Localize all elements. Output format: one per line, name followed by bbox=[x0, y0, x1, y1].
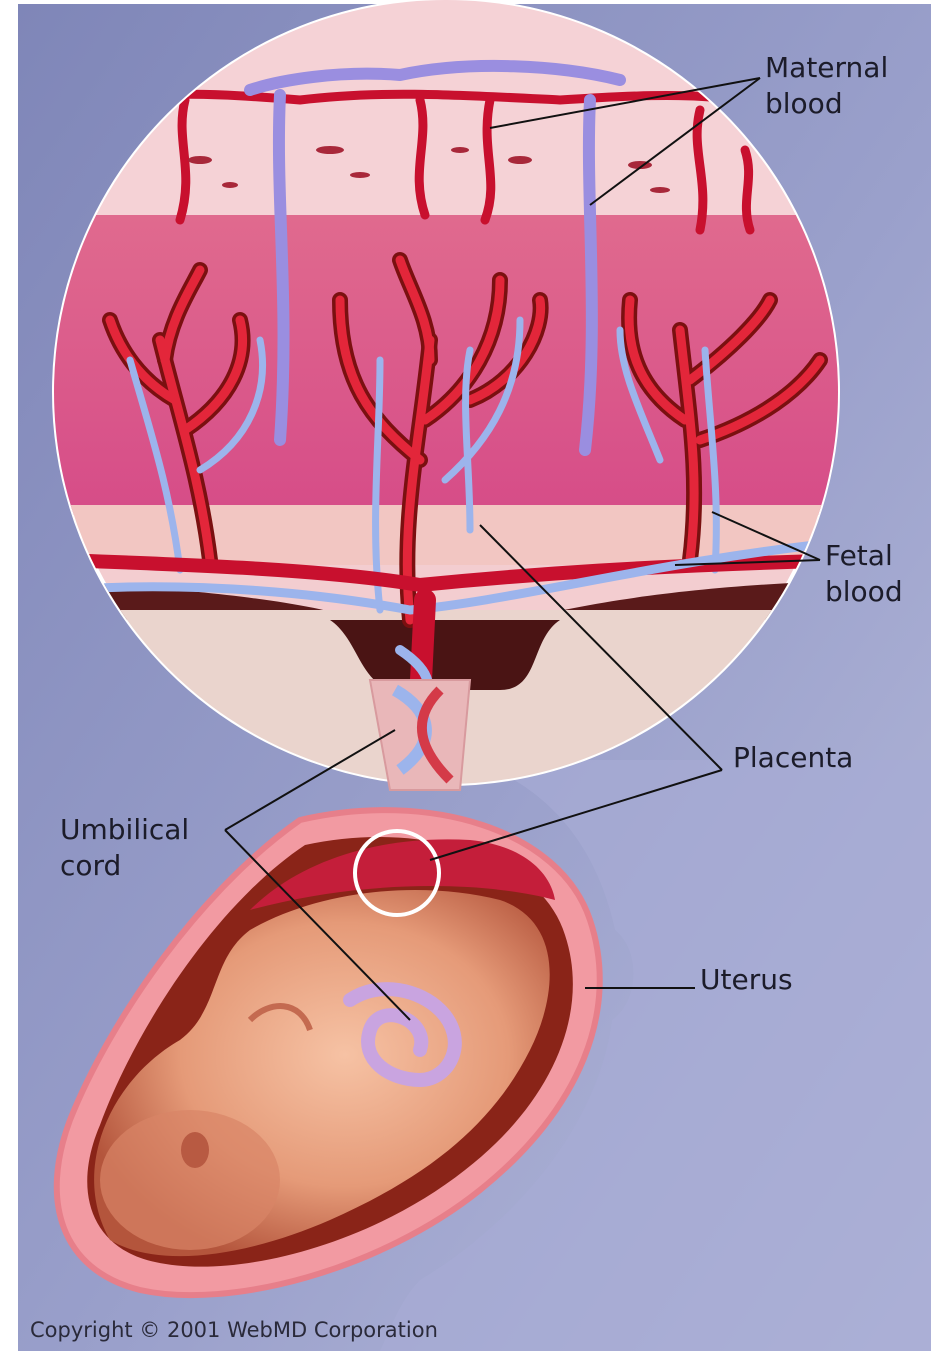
label-fetal-blood: Fetal blood bbox=[825, 538, 903, 610]
label-uterus: Uterus bbox=[700, 962, 793, 998]
copyright-notice: Copyright © 2001 WebMD Corporation bbox=[30, 1318, 438, 1342]
label-placenta: Placenta bbox=[733, 740, 853, 776]
label-umbilical-cord-line1: Umbilical bbox=[60, 812, 189, 848]
label-uterus-text: Uterus bbox=[700, 962, 793, 998]
label-maternal-blood: Maternal blood bbox=[765, 50, 888, 122]
label-umbilical-cord: Umbilical cord bbox=[60, 812, 189, 884]
label-maternal-blood-line2: blood bbox=[765, 86, 888, 122]
label-fetal-blood-line2: blood bbox=[825, 574, 903, 610]
label-maternal-blood-line1: Maternal bbox=[765, 50, 888, 86]
label-placenta-text: Placenta bbox=[733, 740, 853, 776]
label-umbilical-cord-line2: cord bbox=[60, 848, 189, 884]
label-fetal-blood-line1: Fetal bbox=[825, 538, 903, 574]
